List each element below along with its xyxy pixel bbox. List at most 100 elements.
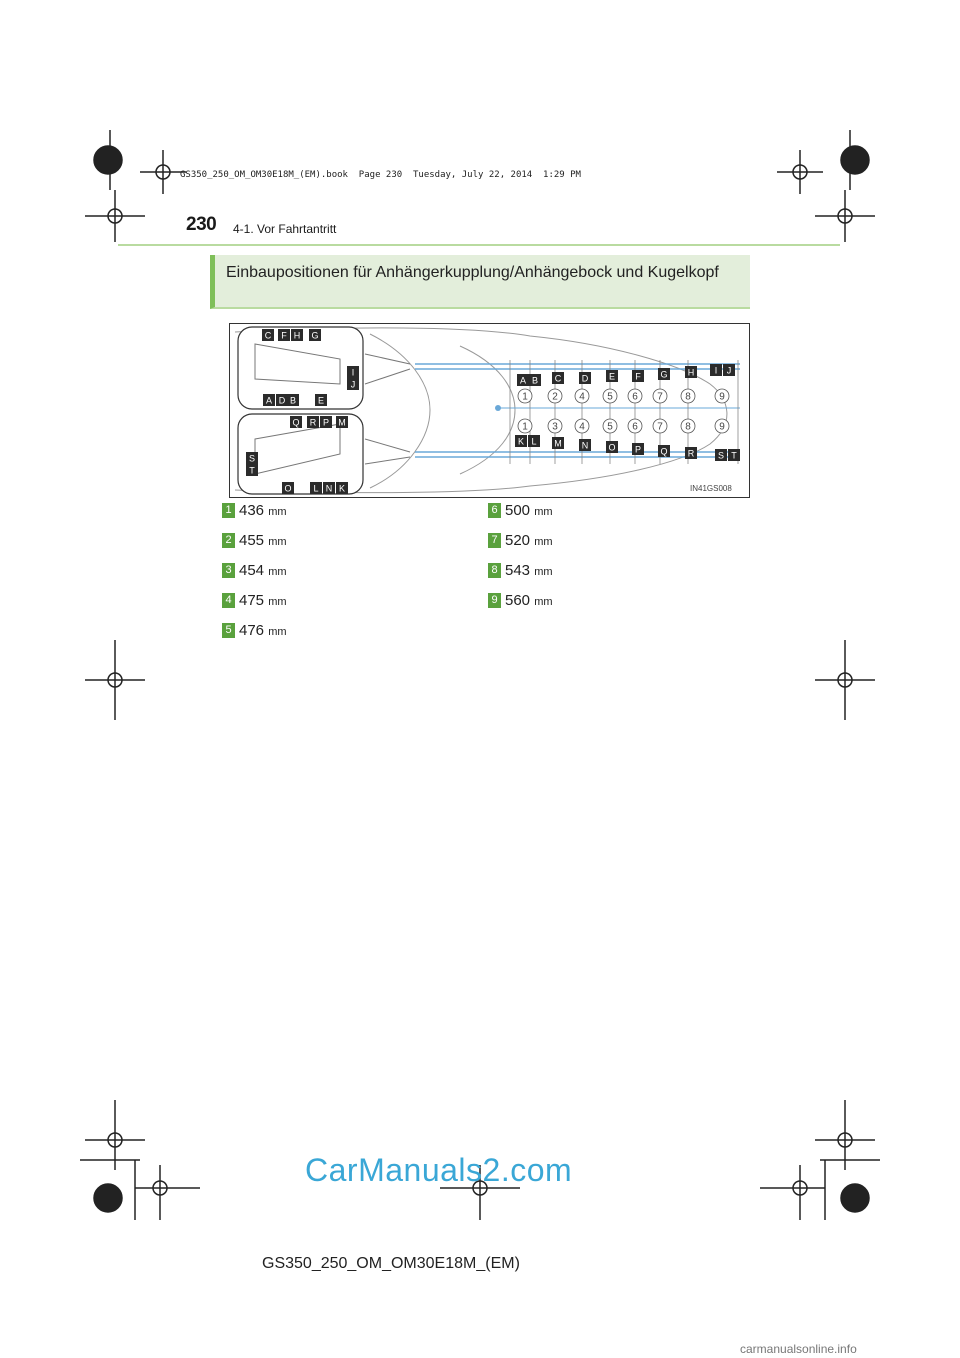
top-row-letter-box	[552, 372, 564, 384]
lower-inset-label-box	[282, 482, 294, 494]
top-row-number-circle	[517, 388, 533, 404]
bottom-row-letter-box	[515, 435, 527, 447]
bottom-row-number: 7	[657, 422, 663, 433]
top-row-letter: C	[555, 374, 562, 384]
upper-inset-label-box	[263, 394, 275, 406]
bottom-row-letter: R	[688, 449, 695, 459]
bottom-row-number: 8	[685, 422, 691, 433]
page-number: 230	[186, 214, 217, 235]
measurement-item: 6 500 mm	[488, 502, 553, 519]
top-row-number: 8	[685, 392, 691, 403]
bottom-row-number: 9	[719, 422, 725, 433]
measurement-unit: mm	[534, 536, 553, 548]
upper-inset-label: J	[351, 380, 356, 390]
bottom-row-number-circle	[627, 418, 643, 434]
upper-inset-label-box	[262, 329, 274, 341]
measurement-item: 3 454 mm	[222, 562, 287, 579]
measurement-item: 7 520 mm	[488, 532, 553, 549]
top-row-letter: A	[520, 376, 526, 386]
bottom-row-number-circle	[652, 418, 668, 434]
measurement-number: 1	[222, 503, 235, 518]
header-rule	[118, 244, 840, 246]
top-row-letter: D	[582, 374, 589, 384]
upper-inset-label: A	[266, 396, 272, 406]
upper-inset-label-box	[347, 366, 359, 378]
upper-inset-label: B	[290, 396, 296, 406]
watermark-logo: CarManuals2.com	[305, 1152, 573, 1188]
top-row-number-circle	[574, 388, 590, 404]
top-row-letter: H	[688, 368, 695, 378]
lower-inset-label: O	[284, 484, 291, 494]
lower-inset-label-box	[246, 452, 258, 464]
bottom-row-number-circle	[517, 418, 533, 434]
lower-inset-label-box	[320, 416, 332, 428]
bottom-row-letter-box	[685, 447, 697, 459]
bottom-row-letter-box	[728, 449, 740, 461]
lower-inset-label-box	[323, 482, 335, 494]
bottom-row-number: 1	[522, 422, 528, 433]
top-row-number-circle	[602, 388, 618, 404]
measurement-unit: mm	[268, 536, 287, 548]
top-row-letter: J	[727, 366, 732, 376]
bottom-row-letter-box	[715, 449, 727, 461]
lower-inset-label-box	[310, 482, 322, 494]
top-row-number-circle	[547, 388, 563, 404]
top-row-number: 4	[579, 392, 585, 403]
top-row-number: 7	[657, 392, 663, 403]
top-row-number: 1	[522, 392, 528, 403]
upper-inset-label: F	[281, 331, 287, 341]
bottom-row-letter: M	[554, 439, 562, 449]
top-row-number: 2	[552, 392, 558, 403]
measurement-unit: mm	[268, 506, 287, 518]
bottom-row-letter: O	[608, 443, 615, 453]
measurement-unit: mm	[268, 566, 287, 578]
lower-inset-label-box	[336, 416, 348, 428]
top-row-number-circle	[627, 388, 643, 404]
measurement-number: 4	[222, 593, 235, 608]
lower-inset-label: T	[249, 466, 255, 476]
measurement-unit: mm	[534, 566, 553, 578]
bottom-row-number: 4	[579, 422, 585, 433]
lower-inset-label: K	[339, 484, 345, 494]
measurement-unit: mm	[534, 506, 553, 518]
bottom-row-number-circle	[714, 418, 730, 434]
top-row-letter-box	[710, 364, 722, 376]
upper-inset-label-box	[287, 394, 299, 406]
top-row-number: 6	[632, 392, 638, 403]
section-heading: Einbaupositionen für Anhängerkupplung/An…	[210, 255, 750, 309]
measurement-unit: mm	[534, 596, 553, 608]
figure-code: IN41GS008	[690, 484, 732, 493]
measurement-number: 6	[488, 503, 501, 518]
upper-inset-label-box	[276, 394, 288, 406]
section-title: 4-1. Vor Fahrtantritt	[233, 222, 337, 236]
top-row-letter-box	[529, 374, 541, 386]
upper-inset-label: D	[279, 396, 286, 406]
upper-inset-label: I	[352, 368, 355, 378]
bottom-row-number: 5	[607, 422, 613, 433]
measurement-number: 3	[222, 563, 235, 578]
upper-inset-label-box	[291, 329, 303, 341]
bottom-row-letter-box	[579, 439, 591, 451]
measurement-value: 520	[505, 532, 535, 549]
top-row-letter-box	[606, 370, 618, 382]
measurement-value: 454	[239, 562, 269, 579]
measurement-number: 7	[488, 533, 501, 548]
measurement-unit: mm	[268, 596, 287, 608]
upper-inset-label-box	[315, 394, 327, 406]
measurement-value: 500	[505, 502, 535, 519]
top-row-number-circle	[652, 388, 668, 404]
top-row-letter-box	[685, 366, 697, 378]
lower-inset-label: L	[313, 484, 318, 494]
top-row-letter: I	[715, 366, 718, 376]
bottom-row-number-circle	[680, 418, 696, 434]
upper-inset-label: C	[265, 331, 272, 341]
bottom-row-number: 6	[632, 422, 638, 433]
lower-inset-label-box	[290, 416, 302, 428]
bottom-row-letter: T	[731, 451, 737, 461]
measurement-unit: mm	[268, 626, 287, 638]
measurement-number: 5	[222, 623, 235, 638]
bottom-row-number: 3	[552, 422, 558, 433]
